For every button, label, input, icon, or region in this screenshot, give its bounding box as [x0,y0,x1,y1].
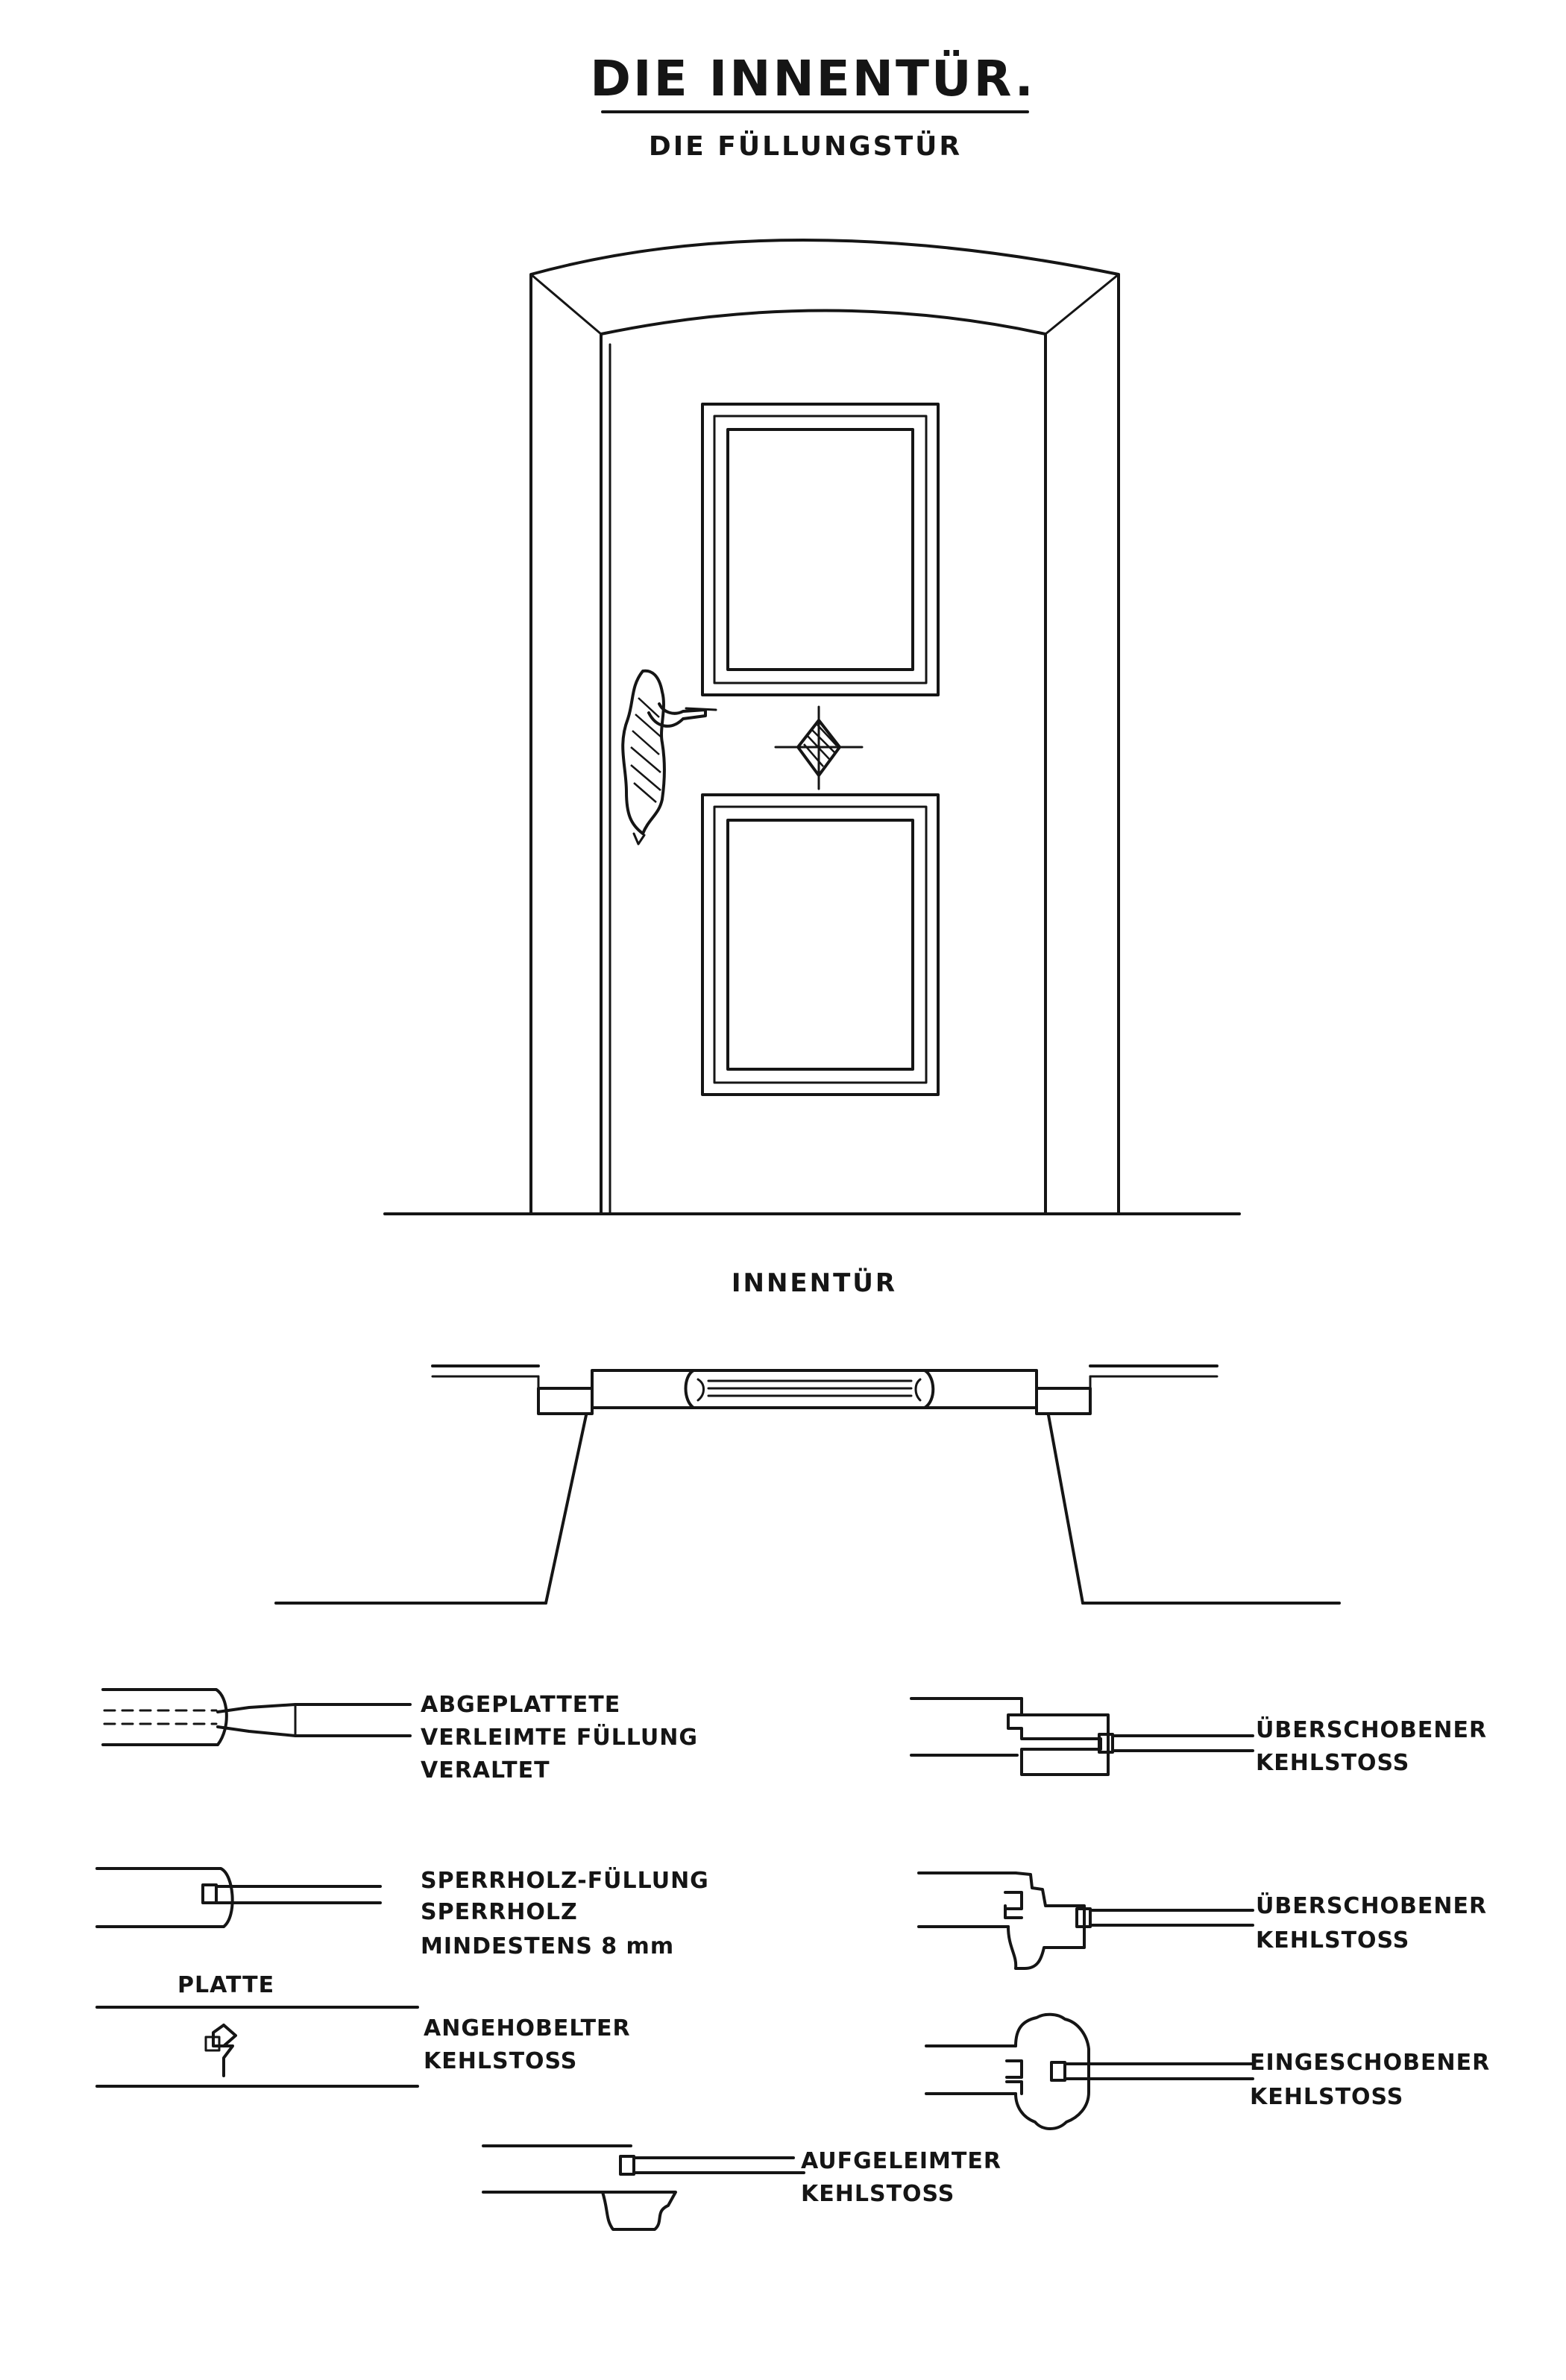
section-panel [684,1369,935,1409]
label-ueberschobener-2a: ÜBERSCHOBENER [1256,1892,1487,1919]
door-arch-miter-left [529,273,603,336]
label-angehobelter-2: KEHLSTOSS [424,2048,577,2074]
door-frame-outer [529,239,1120,1215]
handle-lever [647,702,707,728]
detail-ueberschobener-2: ÜBERSCHOBENER KEHLSTOSS [917,1871,1487,1970]
label-aufgeleimter-1: AUFGELEIMTER [801,2148,1001,2174]
label-eingeschobener-2: KEHLSTOSS [1250,2084,1403,2110]
upper-panel-inner [726,428,914,671]
label-sperrholz-2: SPERRHOLZ [421,1899,578,1925]
door-elevation [383,239,1241,1215]
door-arch-miter-right [1044,273,1120,336]
lower-panel-outer [701,793,940,1096]
detail-ueberschobener-1: ÜBERSCHOBENER KEHLSTOSS [910,1697,1487,1776]
label-abgeplattete-3: VERALTET [421,1757,550,1784]
label-sperrholz-3: MINDESTENS 8 mm [421,1933,674,1959]
detail-sperrholz: SPERRHOLZ-FÜLLUNG SPERRHOLZ MINDESTENS 8… [95,1866,709,1959]
door-section [274,1364,1341,1605]
label-sperrholz-1: SPERRHOLZ-FÜLLUNG [421,1866,709,1894]
door-handle [621,669,717,846]
escutcheon-plate [621,669,666,835]
drawing-subtitle: DIE FÜLLUNGSTÜR [649,130,962,162]
label-eingeschobener-1: EINGESCHOBENER [1250,2050,1490,2076]
label-aufgeleimter-2: KEHLSTOSS [801,2181,955,2207]
drawing-title: DIE INNENTÜR. [590,50,1036,107]
label-platte: PLATTE [177,1972,274,1998]
lower-panel-inner [726,819,914,1071]
door-frame-inner [600,309,1047,1215]
detail-eingeschobener: EINGESCHOBENER KEHLSTOSS [925,2012,1490,2130]
label-ueberschobener-2b: KEHLSTOSS [1256,1927,1409,1954]
detail-abgeplattete: ABGEPLATTETE VERLEIMTE FÜLLUNG VERALTET [101,1688,698,1784]
lower-panel-mid [713,805,928,1084]
label-ueberschobener-1b: KEHLSTOSS [1256,1750,1409,1776]
label-angehobelter-1: ANGEHOBELTER [424,2015,631,2041]
upper-panel-outer [701,403,940,696]
upper-panel-mid [713,415,928,684]
label-abgeplattete-2: VERLEIMTE FÜLLUNG [421,1723,698,1751]
center-ornament [774,705,864,790]
section-label: INNENTÜR [732,1268,897,1298]
detail-angehobelter: PLATTE ANGEHOBELTER KEHLSTOSS [95,1972,631,2088]
label-abgeplattete-1: ABGEPLATTETE [421,1692,620,1718]
label-ueberschobener-1a: ÜBERSCHOBENER [1256,1716,1487,1743]
detail-aufgeleimter: AUFGELEIMTER KEHLSTOSS [482,2144,1001,2231]
